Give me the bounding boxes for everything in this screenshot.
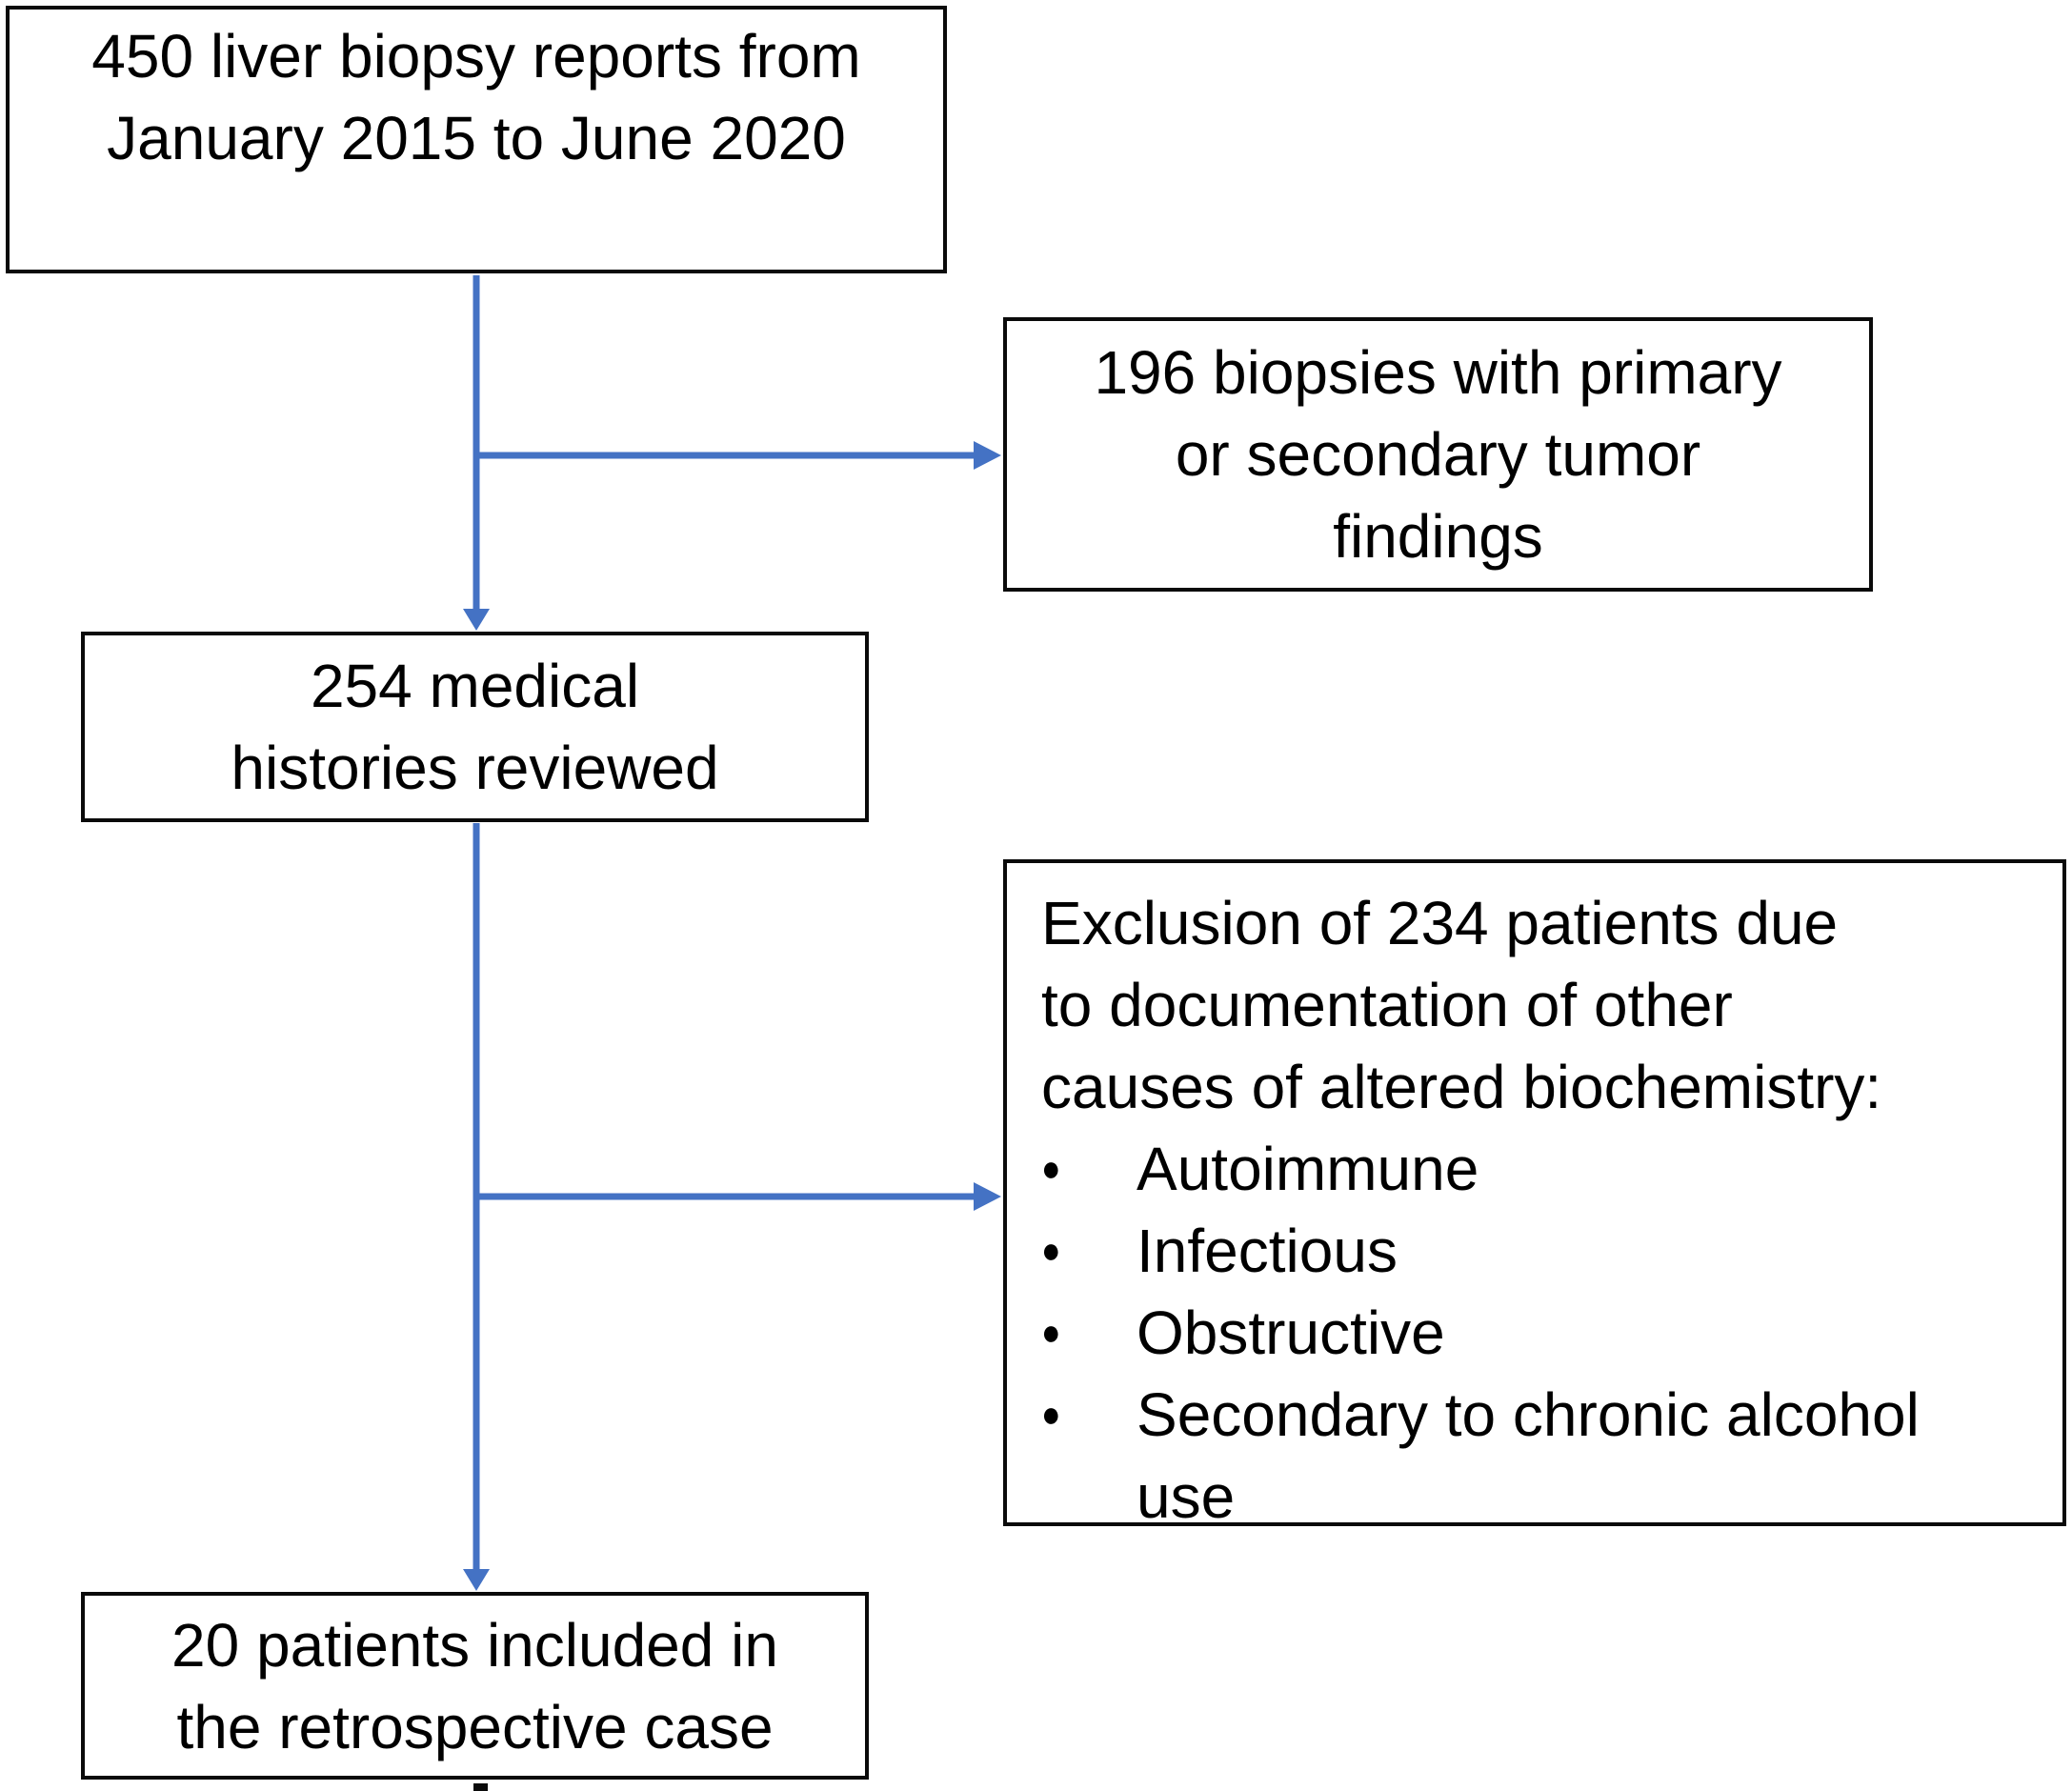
bullet-icon: ●	[1041, 1230, 1061, 1272]
exclusion-bullet-obstructive-label: Obstructive	[1137, 1298, 1445, 1367]
clipped-text-fragment	[473, 1783, 488, 1791]
bullet-icon: ●	[1041, 1312, 1061, 1354]
exclusion-bullet-alcohol: ● Secondary to chronic alcohol use	[1041, 1374, 2057, 1538]
exclusion-bullet-autoimmune-label: Autoimmune	[1137, 1135, 1479, 1203]
box-biopsy-reports-line-2: January 2015 to June 2020	[107, 104, 846, 172]
arrow-branch-to-tumor-findings	[476, 441, 1001, 470]
box-tumor-findings-line-2: or secondary tumor	[1175, 420, 1701, 489]
exclusion-bullet-autoimmune: ● Autoimmune	[1041, 1128, 2057, 1210]
exclusion-bullet-alcohol-line-1: Secondary to chronic alcohol	[1137, 1380, 1920, 1449]
box-tumor-findings: 196 biopsies with primary or secondary t…	[1003, 317, 1873, 592]
exclusion-bullet-list: ● Autoimmune ● Infectious ● Obstructive …	[1041, 1128, 2057, 1538]
arrow-branch-to-exclusion	[476, 1182, 1001, 1211]
box-exclusion-intro-line-2: to documentation of other	[1041, 971, 1733, 1039]
exclusion-bullet-obstructive: ● Obstructive	[1041, 1292, 2057, 1374]
bullet-icon: ●	[1041, 1394, 1061, 1436]
box-patients-included: 20 patients included in the retrospectiv…	[81, 1592, 869, 1780]
exclusion-bullet-infectious: ● Infectious	[1041, 1210, 2057, 1292]
box-histories-reviewed-line-2: histories reviewed	[231, 734, 719, 802]
exclusion-bullet-infectious-label: Infectious	[1137, 1217, 1398, 1285]
box-histories-reviewed-line-1: 254 medical	[310, 652, 640, 720]
box-exclusion-intro-line-1: Exclusion of 234 patients due	[1041, 889, 1839, 957]
exclusion-bullet-alcohol-line-2: use	[1137, 1462, 1236, 1531]
box-patients-included-line-2: the retrospective case	[176, 1692, 774, 1761]
box-exclusion-intro-line-3: causes of altered biochemistry:	[1041, 1053, 1882, 1121]
arrow-reports-to-histories	[463, 275, 490, 631]
box-patients-included-line-1: 20 patients included in	[171, 1610, 778, 1680]
box-biopsy-reports: 450 liver biopsy reports from January 20…	[6, 6, 947, 273]
box-exclusion: Exclusion of 234 patients due to documen…	[1003, 859, 2066, 1531]
arrow-histories-to-included	[463, 823, 490, 1591]
box-histories-reviewed: 254 medical histories reviewed	[81, 632, 869, 822]
exclusion-bullet-alcohol-label: Secondary to chronic alcohol use	[1137, 1374, 2057, 1538]
box-tumor-findings-line-1: 196 biopsies with primary	[1094, 338, 1782, 407]
bullet-icon: ●	[1041, 1148, 1061, 1190]
box-tumor-findings-line-3: findings	[1333, 502, 1543, 571]
box-biopsy-reports-line-1: 450 liver biopsy reports from	[91, 22, 861, 91]
